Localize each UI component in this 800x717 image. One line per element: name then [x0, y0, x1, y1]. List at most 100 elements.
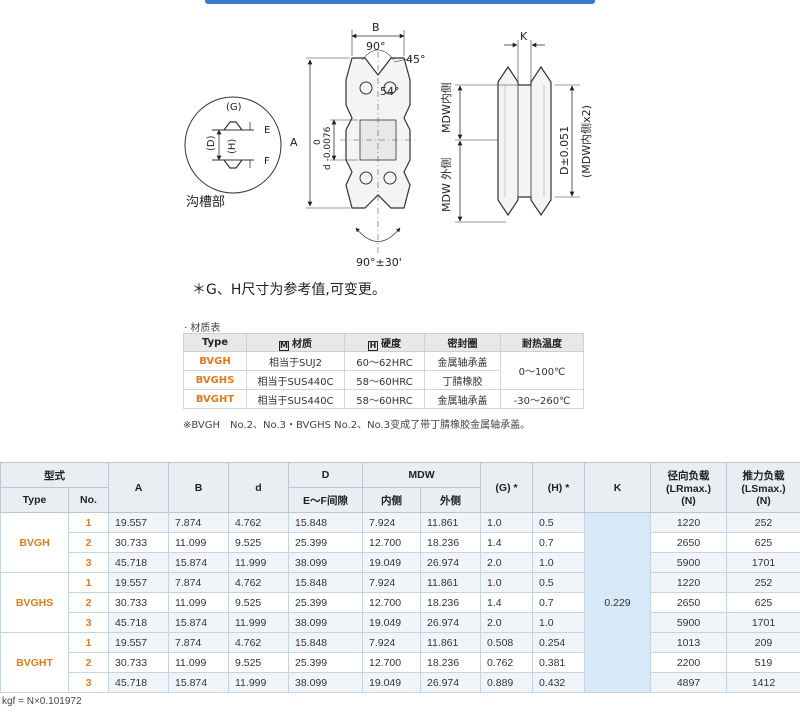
top-accent-bar	[205, 0, 595, 4]
cell-mdw-in: 12.700	[362, 532, 421, 553]
header-LS: 推力负载(LSmax.)(N)	[726, 462, 800, 513]
label-groove: 沟槽部	[186, 195, 225, 210]
label-D-detail: (D)	[206, 135, 217, 151]
material-row: BVGHT 相当于SUS440C 58～60HRC 金属轴承盖 -30～260℃	[183, 389, 584, 409]
cell-A: 45.718	[108, 552, 169, 573]
cell-lr: 2200	[650, 652, 727, 673]
label-d-tol-zero: 0	[313, 139, 323, 145]
cell-ls: 252	[726, 512, 800, 533]
cell-mdw-out: 11.861	[420, 512, 481, 533]
mat-hardness: 60～62HRC	[344, 351, 425, 371]
cell-D: 38.099	[288, 552, 363, 573]
cell-d: 4.762	[228, 512, 289, 533]
cell-H: 0.381	[532, 652, 585, 673]
cell-H: 0.432	[532, 672, 585, 693]
no-cell: 1	[68, 632, 109, 653]
spec-header-row-2: Type No. E～F间隙 内侧 外侧	[0, 487, 800, 513]
cell-lr: 1013	[650, 632, 727, 653]
header-d: d	[228, 462, 289, 513]
material-note: ※BVGH No.2、No.3・BVGHS No.2、No.3变成了带丁腈橡胶金…	[183, 420, 531, 431]
cell-A: 30.733	[108, 532, 169, 553]
type-cell: BVGH	[0, 512, 69, 573]
cell-H: 0.254	[532, 632, 585, 653]
no-cell: 3	[68, 612, 109, 633]
no-cell: 3	[68, 552, 109, 573]
cell-mdw-out: 11.861	[420, 632, 481, 653]
mat-header-temp: 耐热温度	[500, 333, 584, 352]
header-LR: 径向负载(LRmax.)(N)	[650, 462, 727, 513]
header-type: Type	[0, 487, 69, 513]
cell-B: 15.874	[168, 612, 229, 633]
cell-B: 7.874	[168, 572, 229, 593]
material-table-title: · 材质表	[184, 323, 221, 334]
cell-A: 19.557	[108, 572, 169, 593]
mat-temp: -30～260℃	[500, 389, 584, 409]
label-angle90-bottom: 90°±30'	[356, 256, 402, 269]
cell-B: 11.099	[168, 532, 229, 553]
reference-note: ＊G、H尺寸为参考值,可变更。	[192, 282, 386, 298]
label-B: B	[372, 21, 380, 34]
cell-B: 11.099	[168, 592, 229, 613]
mat-temp: 0～100℃	[500, 351, 584, 390]
spec-header-row-1: 型式 A B d D MDW (G) * (H) * K 径向负载(LRmax.…	[0, 462, 800, 513]
cell-d: 11.999	[228, 552, 289, 573]
cell-B: 15.874	[168, 672, 229, 693]
mat-material: 相当于SUS440C	[246, 389, 345, 409]
mat-material: 相当于SUJ2	[246, 351, 345, 371]
cell-mdw-out: 11.861	[420, 572, 481, 593]
mat-header-seal: 密封圈	[424, 333, 501, 352]
cell-H: 0.7	[532, 532, 585, 553]
header-D-sub: E～F间隙	[288, 487, 363, 513]
cell-G: 2.0	[480, 612, 533, 633]
cell-H: 1.0	[532, 552, 585, 573]
header-K: K	[584, 462, 651, 513]
cell-d: 11.999	[228, 612, 289, 633]
cell-lr: 5900	[650, 552, 727, 573]
cell-ls: 519	[726, 652, 800, 673]
cell-d: 4.762	[228, 632, 289, 653]
cell-lr: 1220	[650, 572, 727, 593]
cell-D: 15.848	[288, 572, 363, 593]
material-mark-icon: M	[279, 340, 289, 351]
cell-G: 1.4	[480, 532, 533, 553]
no-cell: 3	[68, 672, 109, 693]
cell-B: 7.874	[168, 632, 229, 653]
label-D-x2: (MDW内侧x2)	[579, 105, 593, 178]
cell-mdw-out: 26.974	[420, 612, 481, 633]
cell-lr: 2650	[650, 592, 727, 613]
mat-seal: 金属轴承盖	[424, 351, 501, 371]
cell-ls: 252	[726, 572, 800, 593]
label-d-tol: d -0.0076	[323, 126, 333, 170]
cell-lr: 4897	[650, 672, 727, 693]
cell-mdw-out: 18.236	[420, 532, 481, 553]
cell-ls: 1412	[726, 672, 800, 693]
header-B: B	[168, 462, 229, 513]
type-cell: BVGHS	[0, 572, 69, 633]
label-F: F	[264, 156, 270, 167]
mat-hardness: 58～60HRC	[344, 370, 425, 390]
mat-type: BVGHS	[183, 370, 247, 390]
material-row: BVGHS 相当于SUS440C 58～60HRC 丁腈橡胶	[183, 370, 584, 390]
header-mdw-out: 外侧	[420, 487, 481, 513]
cell-d: 9.525	[228, 652, 289, 673]
header-mdw-in: 内侧	[362, 487, 421, 513]
cell-D: 25.399	[288, 652, 363, 673]
header-H: (H) *	[532, 462, 585, 513]
no-cell: 2	[68, 532, 109, 553]
header-A: A	[108, 462, 169, 513]
cell-mdw-in: 19.049	[362, 672, 421, 693]
cell-ls: 1701	[726, 612, 800, 633]
no-cell: 2	[68, 652, 109, 673]
cell-d: 11.999	[228, 672, 289, 693]
k-value-cell: 0.229	[584, 512, 651, 693]
cell-G: 0.508	[480, 632, 533, 653]
